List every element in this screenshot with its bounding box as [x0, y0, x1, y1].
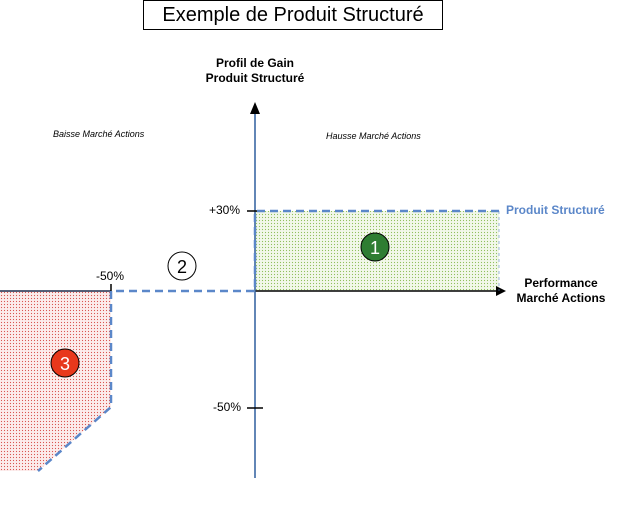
- series-label: Produit Structuré: [506, 203, 605, 217]
- tick-label-x-left: -50%: [96, 269, 125, 283]
- tick-label-y-top: +30%: [209, 203, 241, 217]
- marker-2: 2: [167, 251, 197, 281]
- marker-3-label: 3: [60, 354, 70, 374]
- x-axis-label-line2: Marché Actions: [516, 291, 606, 305]
- payoff-line: [37, 209, 499, 472]
- diagram-title: Exemple de Produit Structuré: [143, 0, 443, 30]
- y-axis-label-line2: Produit Structuré: [205, 71, 305, 85]
- marker-2-label: 2: [177, 257, 187, 277]
- y-axis-arrowhead: [250, 102, 260, 114]
- x-axis-label: Performance Marché Actions: [505, 276, 617, 306]
- marker-1: 1: [360, 232, 390, 262]
- y-axis-label-line1: Profil de Gain: [215, 56, 294, 70]
- marker-3: 3: [50, 348, 80, 378]
- tick-label-y-bottom: -50%: [213, 400, 242, 414]
- quadrant-label-right: Hausse Marché Actions: [326, 131, 421, 141]
- marker-1-label: 1: [370, 238, 380, 258]
- x-axis-label-line1: Performance: [524, 276, 598, 290]
- loss-zone: [0, 291, 111, 471]
- y-axis-label: Profil de Gain Produit Structuré: [190, 56, 320, 86]
- quadrant-label-left: Baisse Marché Actions: [53, 129, 145, 139]
